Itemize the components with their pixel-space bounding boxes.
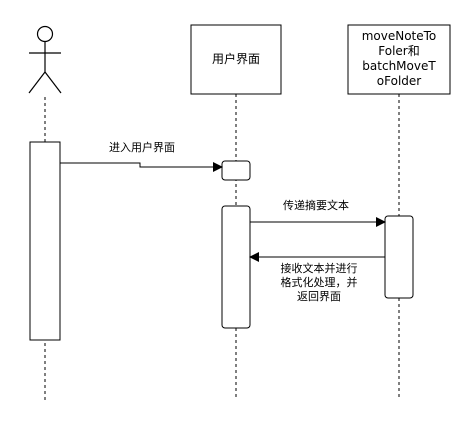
message-label-line: 格式化处理，并 bbox=[280, 276, 358, 289]
message-label-pass-summary: 传递摘要文本 bbox=[283, 199, 349, 212]
actor-head bbox=[36, 25, 54, 43]
message-label-line: 接收文本并进行 bbox=[280, 262, 358, 275]
message-label-return-ui: 接收文本并进行 格式化处理，并 返回界面 bbox=[270, 262, 368, 304]
participant-box-move-api bbox=[347, 24, 451, 95]
activation-user-ui-1 bbox=[221, 160, 251, 181]
actor-figure bbox=[28, 25, 62, 94]
message-label-enter-ui: 进入用户界面 bbox=[109, 141, 175, 154]
participant-label-line: batchMoveT bbox=[362, 59, 436, 73]
participant-label-line: moveNoteTo bbox=[361, 29, 437, 43]
message-arrow-enter-ui bbox=[60, 162, 223, 172]
participant-label-line: oFolder bbox=[376, 74, 422, 88]
activation-move-api bbox=[384, 215, 414, 299]
actor-left-leg bbox=[28, 71, 46, 94]
participant-label-line: Foler和 bbox=[378, 44, 420, 58]
participant-box-user-ui bbox=[190, 24, 282, 95]
participant-label-move-api: moveNoteTo Foler和 batchMoveT oFolder bbox=[348, 29, 450, 89]
activation-user-ui-2 bbox=[221, 205, 251, 329]
message-label-line: 返回界面 bbox=[297, 290, 341, 303]
actor-right-leg bbox=[44, 71, 62, 94]
activation-actor bbox=[29, 141, 61, 341]
participant-label-user-ui: 用户界面 bbox=[211, 52, 260, 66]
